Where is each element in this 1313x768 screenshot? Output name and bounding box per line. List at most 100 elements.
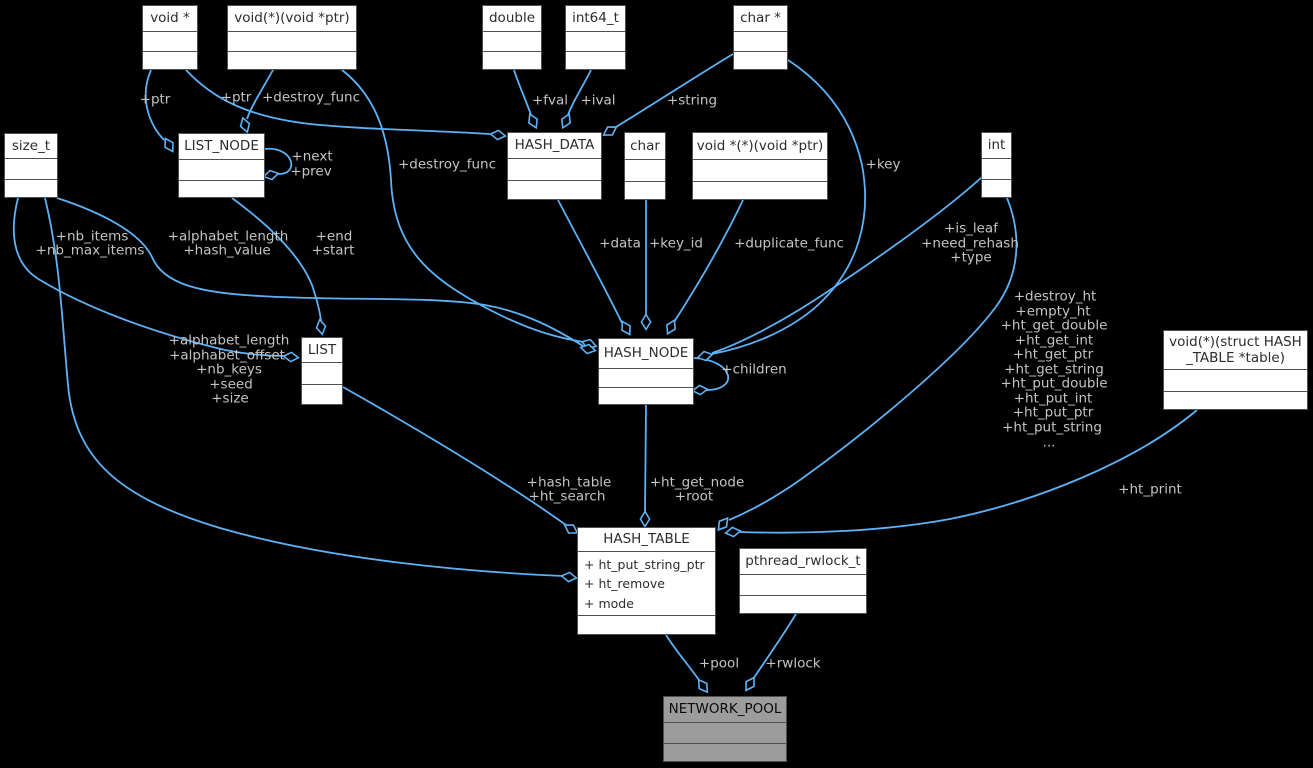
- edge-label: +ht_get_string: [1004, 361, 1104, 378]
- aggregation-diamond: [239, 116, 251, 134]
- edge-label: +ht_put_int: [1013, 390, 1093, 407]
- edge-void-fn-to-hash-node: [341, 69, 584, 343]
- edge-double-to-hash-data: [513, 69, 532, 116]
- class-attrs-compartment: [982, 159, 1011, 180]
- class-box-int64-t[interactable]: int64_t: [565, 5, 626, 70]
- aggregation-diamond: [281, 351, 301, 363]
- class-attrs-compartment: [734, 32, 787, 52]
- class-title-size-t: size_t: [5, 134, 57, 159]
- edge-label: +need_rehash: [921, 235, 1019, 252]
- edge-pthread-to-network-pool: [752, 613, 797, 680]
- class-title-char: char: [625, 133, 665, 160]
- class-title-ht-table-fn: void(*)(struct HASH _TABLE *table): [1164, 331, 1307, 370]
- class-attrs-compartment: [599, 369, 693, 388]
- class-box-pthread-rwlock-t[interactable]: pthread_rwlock_t: [739, 548, 867, 614]
- class-box-void-ptr-fn[interactable]: void *(*)(void *ptr): [692, 132, 828, 200]
- edge-label: +nb_keys: [196, 361, 262, 378]
- class-attrs-compartment: [179, 160, 264, 181]
- class-attrs-compartment: [5, 159, 57, 180]
- edge-label: +prev: [290, 163, 332, 180]
- class-box-ht-table-fn[interactable]: void(*)(struct HASH _TABLE *table): [1163, 330, 1308, 410]
- class-attrs-compartment: [664, 723, 786, 744]
- edge-label: +ht_get_ptr: [1012, 346, 1094, 363]
- edge-label: +data: [599, 235, 641, 252]
- class-box-hash-data[interactable]: HASH_DATA: [507, 132, 602, 200]
- edge-label: +ht_get_node: [649, 474, 745, 491]
- edge-label: +duplicate_func: [734, 235, 844, 252]
- edge-label: +rwlock: [765, 655, 821, 672]
- edge-int64-to-hash-data: [567, 69, 592, 116]
- edge-label: +hash_value: [183, 242, 271, 259]
- edge-int-to-hash-table: [728, 197, 1018, 521]
- aggregation-diamond: [724, 526, 742, 538]
- class-box-int[interactable]: int: [981, 132, 1012, 198]
- class-methods-compartment: [302, 385, 342, 404]
- edge-label: +ptr: [220, 89, 252, 106]
- class-box-network-pool[interactable]: NETWORK_POOL: [663, 696, 787, 762]
- edge-int-to-hash-node: [711, 176, 983, 354]
- edge-label: +destroy_func: [261, 89, 361, 106]
- class-box-char-ptr[interactable]: char *: [733, 5, 788, 70]
- class-box-char[interactable]: char: [624, 132, 666, 200]
- class-methods-compartment: [508, 181, 601, 199]
- edge-label: +alphabet_offset: [169, 347, 285, 364]
- aggregation-diamond: [639, 509, 651, 529]
- edge-list-node-to-list: [231, 197, 322, 322]
- edge-label: +ht_get_int: [1014, 332, 1094, 349]
- aggregation-diamond: [164, 137, 174, 153]
- class-box-size-t[interactable]: size_t: [4, 133, 58, 198]
- class-title-hash-table: HASH_TABLE: [578, 528, 715, 552]
- class-attrs-compartment: [508, 159, 601, 181]
- edge-hash-node-to-hash-table: [644, 404, 647, 514]
- class-methods-compartment: [693, 182, 827, 199]
- class-attrs-compartment: [693, 160, 827, 182]
- edge-label: +ival: [580, 92, 616, 109]
- edge-void-ptr-fn-to-hash-node: [673, 199, 744, 323]
- class-box-double[interactable]: double: [482, 5, 542, 70]
- edge-label: +ht_put_double: [1000, 375, 1108, 392]
- class-member: + mode: [584, 595, 634, 611]
- edge-void-ptr-to-hash-data: [185, 69, 491, 135]
- edge-label: ...: [1042, 434, 1056, 451]
- aggregation-diamond: [621, 320, 631, 336]
- aggregation-diamond: [262, 169, 280, 181]
- class-title-int64-t: int64_t: [566, 6, 625, 32]
- edge-hash-data-to-hash-node: [557, 199, 623, 324]
- class-methods-compartment: [5, 180, 57, 197]
- edge-void-ptr-to-list-node: [144, 69, 165, 141]
- edge-label: +root: [674, 488, 714, 505]
- class-box-hash-node[interactable]: HASH_NODE: [598, 338, 694, 405]
- class-attrs-compartment: [302, 363, 342, 385]
- edge-hash-table-to-network-pool: [665, 634, 700, 681]
- edge-list-to-hash-table: [342, 386, 567, 526]
- edge-label: +ht_search: [528, 488, 606, 505]
- class-box-hash-table[interactable]: HASH_TABLE+ ht_put_string_ptr+ ht_remove…: [577, 527, 716, 635]
- edge-label: +ht_get_double: [1000, 317, 1108, 334]
- edge-label: +is_leaf: [944, 220, 998, 237]
- class-attrs-compartment: [228, 32, 356, 52]
- class-box-void-fn-void-ptr[interactable]: void(*)(void *ptr): [227, 5, 357, 70]
- edge-void-fn-to-list-node: [246, 69, 274, 120]
- edge-label: +ht_put_ptr: [1012, 404, 1094, 421]
- edge-ht-table-fn-to-hash-table: [739, 409, 1198, 534]
- class-methods-compartment: [1164, 392, 1307, 409]
- aggregation-diamond: [563, 524, 579, 534]
- class-box-void-ptr[interactable]: void *: [142, 5, 198, 70]
- class-methods-compartment: [143, 52, 197, 69]
- edge-label: +ht_print: [1118, 481, 1182, 498]
- edge-size-t-to-list: [12, 197, 286, 357]
- aggregation-diamond: [666, 318, 676, 336]
- class-title-pthread-rwlock-t: pthread_rwlock_t: [740, 549, 866, 575]
- class-title-double: double: [483, 6, 541, 32]
- edge-label: +end: [315, 228, 353, 245]
- class-methods-compartment: [566, 52, 625, 69]
- class-methods-compartment: [179, 181, 264, 197]
- class-box-list[interactable]: LIST: [301, 337, 343, 405]
- class-box-list-node[interactable]: LIST_NODE: [178, 133, 265, 198]
- edge-char-ptr-to-hash-data: [615, 53, 734, 128]
- class-title-network-pool: NETWORK_POOL: [664, 697, 786, 723]
- class-methods-compartment: [740, 596, 866, 613]
- class-attrs-compartment: [1164, 370, 1307, 392]
- class-methods-compartment: [228, 52, 356, 69]
- edge-label: +destroy_func: [397, 156, 497, 173]
